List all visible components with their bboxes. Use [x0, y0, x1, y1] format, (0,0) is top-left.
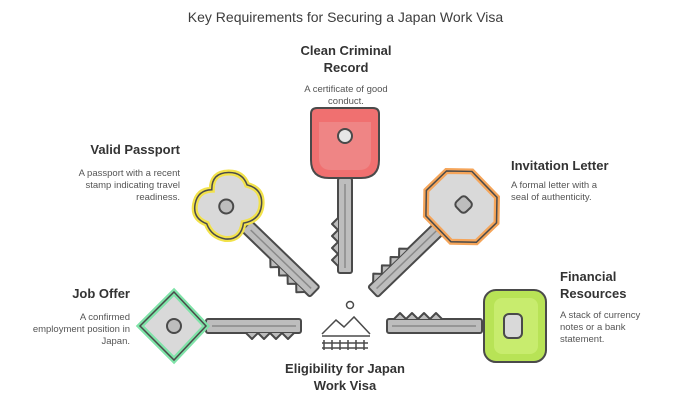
- page-title: Key Requirements for Securing a Japan Wo…: [187, 9, 504, 25]
- clean-criminal-record-desc: A certificate of good conduct.: [285, 84, 407, 108]
- invitation-letter-title: Invitation Letter: [511, 158, 609, 173]
- clean-criminal-record-key: [310, 107, 380, 274]
- eligibility-icon: [321, 300, 371, 350]
- clean-criminal-record-title-line-2: Record: [323, 60, 369, 75]
- desc-line: A formal letter with a: [511, 180, 598, 191]
- job-offer-title: Job Offer: [72, 286, 130, 301]
- clean-criminal-record-title-line-1: Clean Criminal: [300, 43, 392, 58]
- job-offer-key: [135, 287, 302, 365]
- desc-line: stamp indicating travel: [85, 180, 180, 191]
- valid-passport-key: [191, 169, 321, 303]
- job-offer-desc: A confirmed employment position in Japan…: [20, 312, 130, 348]
- desc-line: conduct.: [328, 96, 364, 107]
- center-label-line-2: Work Visa: [313, 378, 377, 393]
- valid-passport-title: Valid Passport: [90, 142, 180, 157]
- desc-line: A certificate of good: [304, 84, 388, 95]
- center-label: Eligibility for Japan Work Visa: [270, 360, 420, 394]
- desc-line: employment position in: [32, 324, 130, 335]
- desc-line: A passport with a recent: [78, 168, 180, 179]
- desc-line: Japan.: [101, 336, 130, 347]
- financial-resources-title-line-2: Resources: [560, 286, 627, 301]
- clean-criminal-record-title: Clean Criminal Record: [285, 42, 407, 76]
- financial-resources-key: [386, 289, 547, 363]
- desc-line: seal of authenticity.: [511, 192, 592, 203]
- invitation-letter-desc: A formal letter with a seal of authentic…: [511, 180, 651, 204]
- desc-line: readiness.: [136, 192, 180, 203]
- financial-resources-desc: A stack of currency notes or a bank stat…: [560, 310, 680, 346]
- valid-passport-desc: A passport with a recent stamp indicatin…: [50, 168, 180, 204]
- desc-line: A confirmed: [79, 312, 130, 323]
- desc-line: statement.: [560, 334, 605, 345]
- financial-resources-title-line-1: Financial: [560, 269, 617, 284]
- center-label-line-1: Eligibility for Japan: [285, 361, 405, 376]
- desc-line: A stack of currency: [560, 310, 641, 321]
- invitation-letter-key: [362, 167, 500, 299]
- desc-line: notes or a bank: [560, 322, 626, 333]
- financial-resources-title: Financial Resources: [560, 268, 680, 302]
